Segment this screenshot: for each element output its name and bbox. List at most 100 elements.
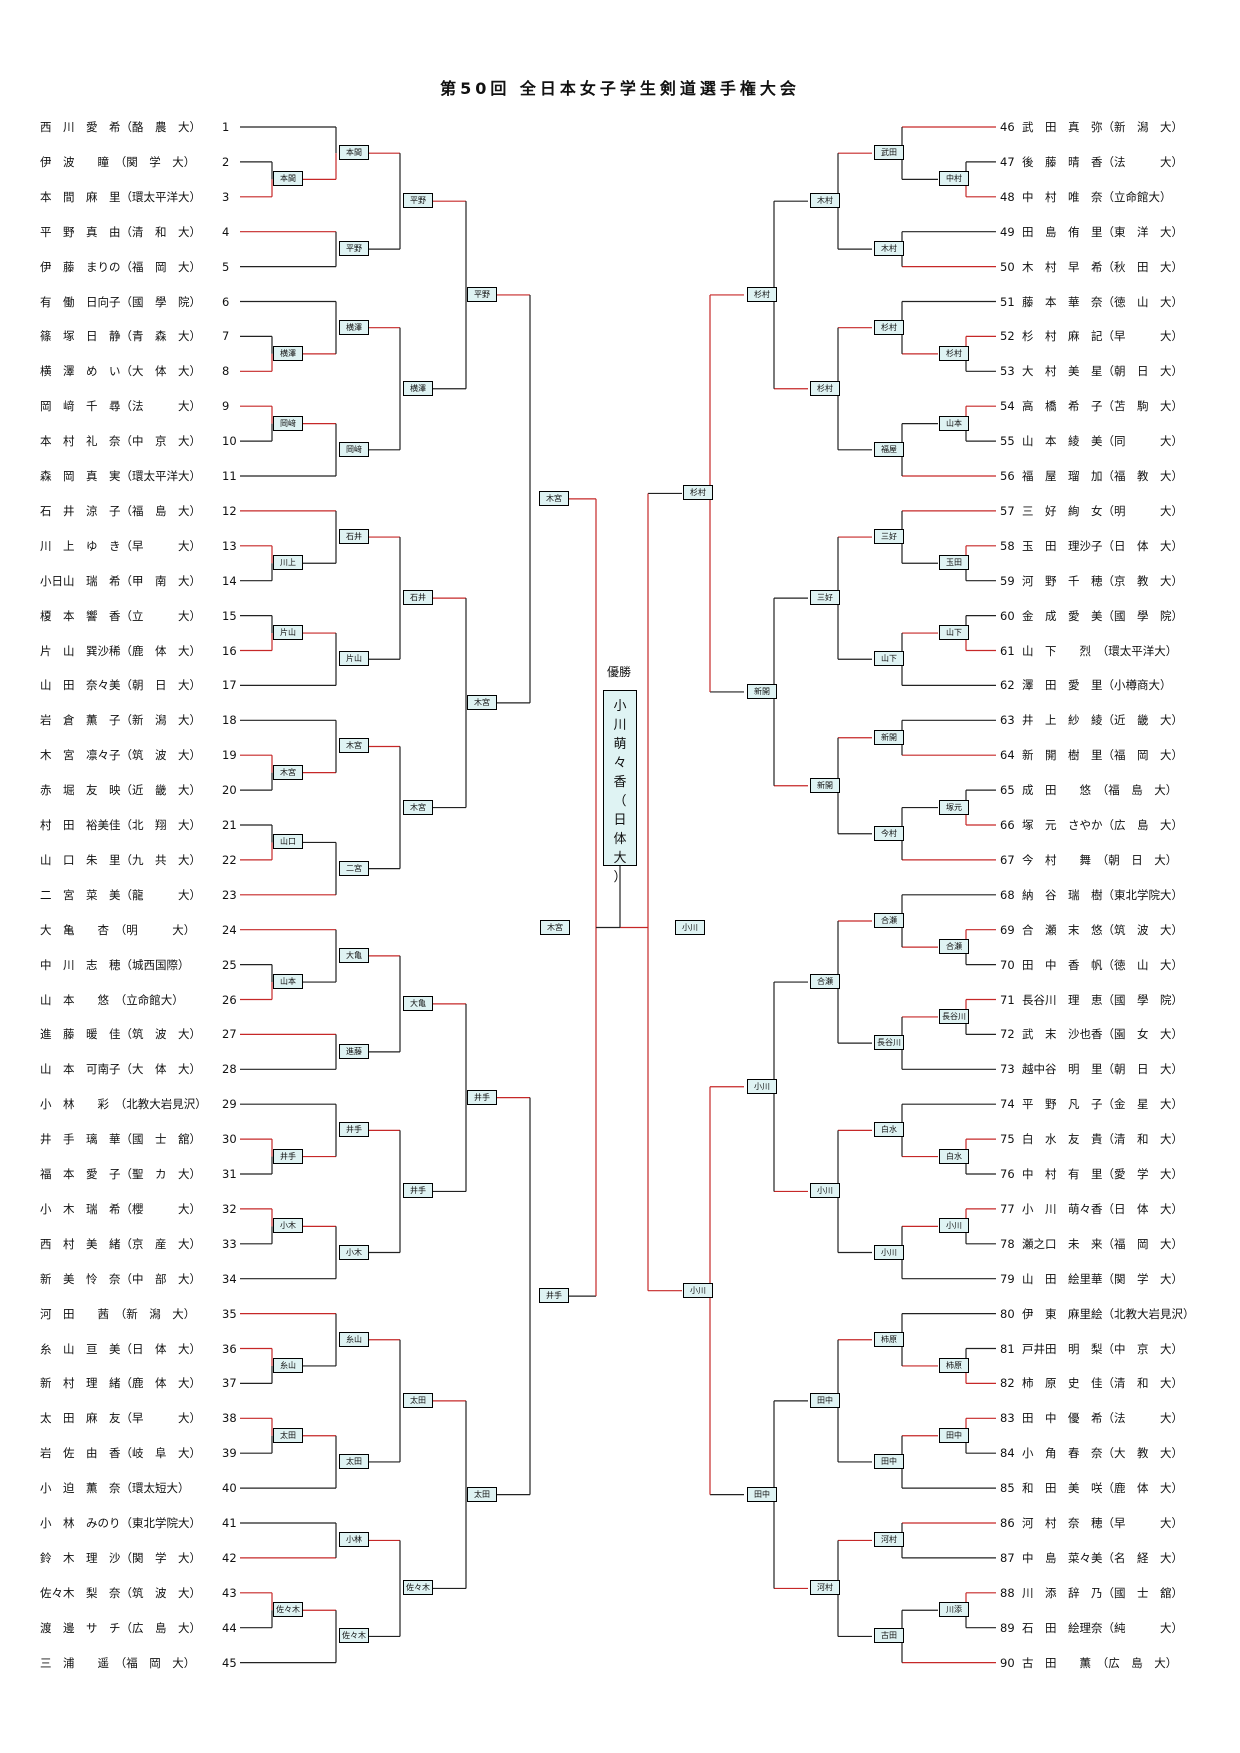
seed-number: 38 [222, 1411, 237, 1426]
seed-number: 40 [222, 1481, 237, 1496]
player-left-40: 小 迫 薫 奈（環太短大） [40, 1481, 190, 1496]
seed-number: 58 [1000, 538, 1015, 553]
seed-number: 31 [222, 1167, 237, 1181]
seed-number: 71 [1000, 992, 1015, 1007]
final-right-box: 小川 [675, 919, 705, 935]
seed-number: 17 [222, 678, 237, 693]
seed-number: 89 [1000, 1620, 1015, 1635]
player-left-28: 山 本 可南子（大 体 大） [40, 1062, 201, 1077]
player-right-68: 納 谷 瑞 樹（東北学院大） [1022, 887, 1183, 902]
round2-winner-box: 井手 [403, 1183, 433, 1199]
seed-number: 3 [222, 189, 230, 204]
pre-winner-box: 田中 [939, 1427, 969, 1443]
pre-winner-box: 岡﨑 [273, 415, 303, 431]
round1-winner-box: 今村 [874, 825, 904, 841]
player-left-38: 太 田 麻 友（早 大） [40, 1411, 201, 1426]
round3-winner-box: 井手 [467, 1089, 497, 1105]
seed-number: 74 [1000, 1097, 1015, 1112]
seed-number: 1 [222, 120, 230, 134]
player-right-90: 古 田 薫 （広 島 大） [1022, 1655, 1178, 1670]
pre-winner-box: 山口 [273, 834, 303, 850]
seed-number: 84 [1000, 1446, 1015, 1461]
round2-winner-box: 杉村 [810, 380, 840, 396]
pre-winner-box: 小川 [939, 1218, 969, 1234]
player-left-36: 糸 山 亘 美（日 体 大） [40, 1341, 201, 1356]
round2-winner-box: 横澤 [403, 380, 433, 396]
player-right-59: 河 野 千 穂（京 教 大） [1022, 573, 1183, 588]
player-left-13: 川 上 ゆ き（早 大） [40, 538, 201, 553]
player-left-6: 有 働 日向子（國 學 院） [40, 294, 201, 309]
seed-number: 37 [222, 1376, 237, 1391]
seed-number: 18 [222, 713, 237, 728]
player-left-5: 伊 藤 まりの（福 岡 大） [40, 259, 201, 274]
player-right-74: 平 野 凡 子（金 星 大） [1022, 1097, 1183, 1112]
seed-number: 57 [1000, 503, 1015, 518]
seed-number: 81 [1000, 1341, 1015, 1356]
player-left-42: 鈴 木 理 沙（関 学 大） [40, 1550, 201, 1565]
semifinal-winner-box: 井手 [539, 1288, 569, 1304]
player-right-57: 三 好 絢 女（明 大） [1022, 503, 1183, 518]
seed-number: 43 [222, 1585, 237, 1600]
seed-number: 62 [1000, 678, 1015, 693]
player-right-72: 武 末 沙也香（園 女 大） [1022, 1027, 1183, 1042]
round1-winner-box: 佐々木 [339, 1628, 369, 1644]
round1-winner-box: 井手 [339, 1122, 369, 1138]
seed-number: 7 [222, 329, 230, 344]
round1-winner-box: 本間 [339, 145, 369, 161]
player-right-50: 木 村 早 希（秋 田 大） [1022, 259, 1183, 274]
pre-winner-box: 片山 [273, 625, 303, 641]
seed-number: 65 [1000, 783, 1015, 798]
player-right-47: 後 藤 晴 香（法 大） [1022, 154, 1183, 169]
seed-number: 56 [1000, 469, 1015, 483]
seed-number: 45 [222, 1655, 237, 1670]
seed-number: 6 [222, 294, 230, 309]
round3-winner-box: 田中 [747, 1486, 777, 1502]
player-right-63: 井 上 紗 綾（近 畿 大） [1022, 713, 1183, 728]
player-left-8: 横 澤 め い（大 体 大） [40, 364, 201, 379]
player-left-10: 本 村 礼 奈（中 京 大） [40, 434, 201, 449]
player-right-84: 小 角 春 奈（大 教 大） [1022, 1446, 1183, 1461]
player-left-14: 小日山 瑞 希（甲 南 大） [40, 573, 201, 588]
seed-number: 16 [222, 643, 237, 658]
pre-winner-box: 山本 [273, 974, 303, 990]
seed-number: 5 [222, 259, 230, 274]
player-right-89: 石 田 絵理奈（純 大） [1022, 1620, 1183, 1635]
round1-winner-box: 河村 [874, 1532, 904, 1548]
pre-winner-box: 中村 [939, 171, 969, 187]
seed-number: 68 [1000, 887, 1015, 902]
player-right-82: 柿 原 史 佳（清 和 大） [1022, 1376, 1183, 1391]
round3-winner-box: 平野 [467, 286, 497, 302]
round2-winner-box: 佐々木 [403, 1580, 433, 1596]
semifinal-winner-box: 小川 [683, 1282, 713, 1298]
round1-winner-box: 木村 [874, 241, 904, 257]
seed-number: 66 [1000, 818, 1015, 832]
seed-number: 87 [1000, 1550, 1015, 1565]
pre-winner-box: 糸山 [273, 1357, 303, 1373]
player-left-29: 小 林 彩 （北教大岩見沢） [40, 1097, 207, 1112]
round2-winner-box: 田中 [810, 1392, 840, 1408]
seed-number: 82 [1000, 1376, 1015, 1391]
round1-winner-box: 杉村 [874, 319, 904, 335]
champion-box: 小 川 萌 々 香 （ 日 体 大 ） [603, 690, 637, 885]
player-right-56: 福 屋 瑠 加（福 教 大） [1022, 469, 1183, 483]
round1-winner-box: 小川 [874, 1244, 904, 1260]
player-left-45: 三 浦 遥 （福 岡 大） [40, 1655, 196, 1670]
player-right-73: 越中谷 明 里（朝 日 大） [1022, 1062, 1183, 1077]
round1-winner-box: 石井 [339, 529, 369, 545]
player-right-64: 新 開 樹 里（福 岡 大） [1022, 748, 1183, 763]
pre-winner-box: 山本 [939, 415, 969, 431]
pre-winner-box: 川添 [939, 1602, 969, 1618]
player-left-35: 河 田 茜 （新 潟 大） [40, 1306, 196, 1321]
seed-number: 28 [222, 1062, 237, 1077]
player-right-69: 合 瀬 末 悠（筑 波 大） [1022, 922, 1183, 937]
player-left-30: 井 手 璃 華（國 士 舘） [40, 1132, 201, 1147]
seed-number: 32 [222, 1201, 237, 1216]
round1-winner-box: 柿原 [874, 1331, 904, 1347]
player-left-25: 中 川 志 穂（城西国際） [40, 957, 190, 972]
player-right-66: 塚 元 さやか（広 島 大） [1022, 818, 1183, 832]
seed-number: 83 [1000, 1411, 1015, 1426]
round1-winner-box: 福屋 [874, 441, 904, 457]
round1-winner-box: 片山 [339, 651, 369, 667]
player-left-21: 村 田 裕美佳（北 翔 大） [40, 818, 201, 832]
player-right-75: 白 水 友 貴（清 和 大） [1022, 1132, 1183, 1147]
